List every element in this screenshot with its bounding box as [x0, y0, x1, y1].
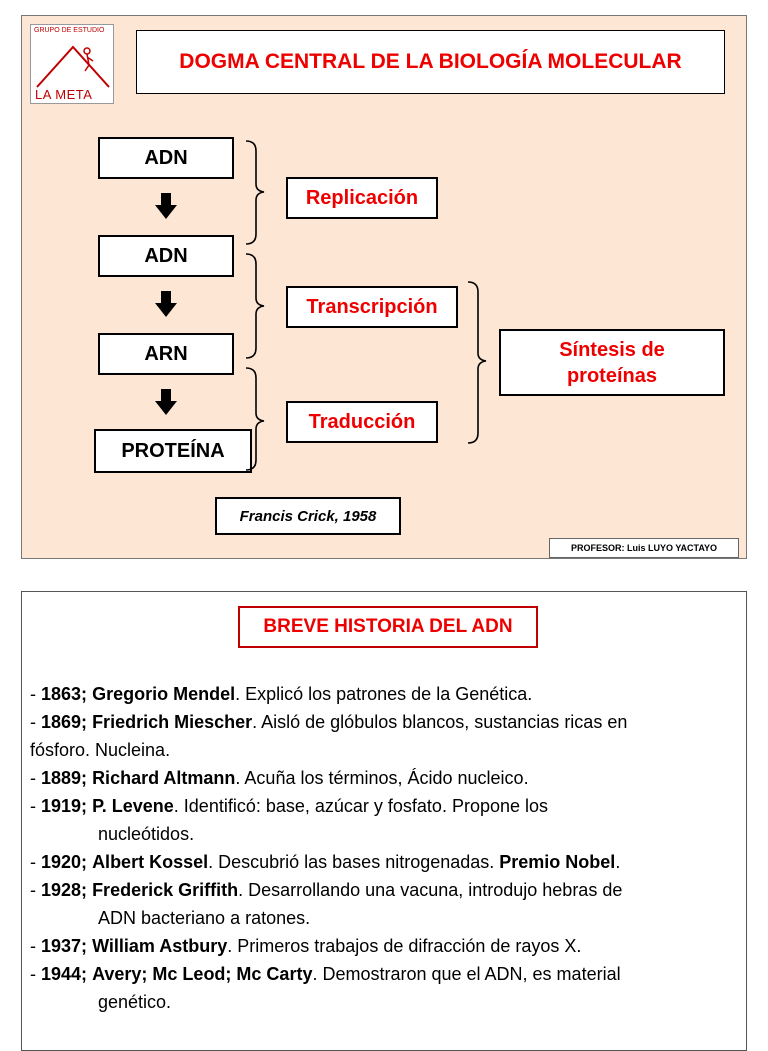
molecule-adn-1: ADN [98, 137, 234, 179]
list-item-continuation: fósforo. Nucleina. [30, 740, 171, 760]
list-item: - 1928; Frederick Griffith. Desarrolland… [30, 880, 623, 900]
mountain-climber-icon [36, 45, 110, 88]
logo-name: LA META [35, 87, 93, 102]
list-item: - 1869; Friedrich Miescher. Aisló de gló… [30, 712, 628, 732]
list-item: - 1944; Avery; Mc Leod; Mc Carty. Demost… [30, 964, 621, 984]
synthesis-line-2: proteínas [566, 364, 657, 387]
credit-box: Francis Crick, 1958 [215, 497, 401, 535]
list-item: - 1919; P. Levene. Identificó: base, azú… [30, 796, 549, 816]
list-item: - 1937; William Astbury. Primeros trabaj… [30, 936, 582, 956]
molecule-arn: ARN [98, 333, 234, 375]
down-arrow-icon [155, 193, 177, 219]
brackets [245, 140, 487, 471]
page-title: DOGMA CENTRAL DE LA BIOLOGÍA MOLECULAR [136, 30, 725, 94]
list-item: - 1863; Gregorio Mendel. Explicó los pat… [30, 684, 533, 704]
dogma-slide: GRUPO DE ESTUDIO LA META DOGMA CENTRAL D… [21, 15, 747, 559]
process-transcripcion: Transcripción [286, 286, 458, 328]
process-replicacion: Replicación [286, 177, 438, 219]
list-item-continuation: genético. [98, 992, 172, 1012]
history-list: - 1863; Gregorio Mendel. Explicó los pat… [30, 680, 742, 1016]
list-item-continuation: ADN bacteriano a ratones. [98, 908, 311, 928]
list-item: - 1920; Albert Kossel. Descubrió las bas… [30, 852, 621, 872]
down-arrow-icon [155, 291, 177, 317]
logo-caption: GRUPO DE ESTUDIO [34, 27, 105, 34]
molecule-adn-2: ADN [98, 235, 234, 277]
teacher-label: PROFESOR: Luis LUYO YACTAYO [549, 538, 739, 558]
synthesis-line-1: Síntesis de [559, 338, 665, 361]
process-traduccion: Traducción [286, 401, 438, 443]
list-item: - 1889; Richard Altmann. Acuña los térmi… [30, 768, 529, 788]
la-meta-logo: GRUPO DE ESTUDIO LA META [30, 24, 114, 104]
molecule-proteina: PROTEÍNA [94, 429, 252, 473]
history-slide: BREVE HISTORIA DEL ADN - 1863; Gregorio … [21, 591, 747, 1051]
down-arrow-icon [155, 389, 177, 415]
protein-synthesis-box: Síntesis de proteínas [499, 329, 725, 396]
history-title: BREVE HISTORIA DEL ADN [238, 606, 538, 648]
list-item-continuation: nucleótidos. [98, 824, 195, 844]
